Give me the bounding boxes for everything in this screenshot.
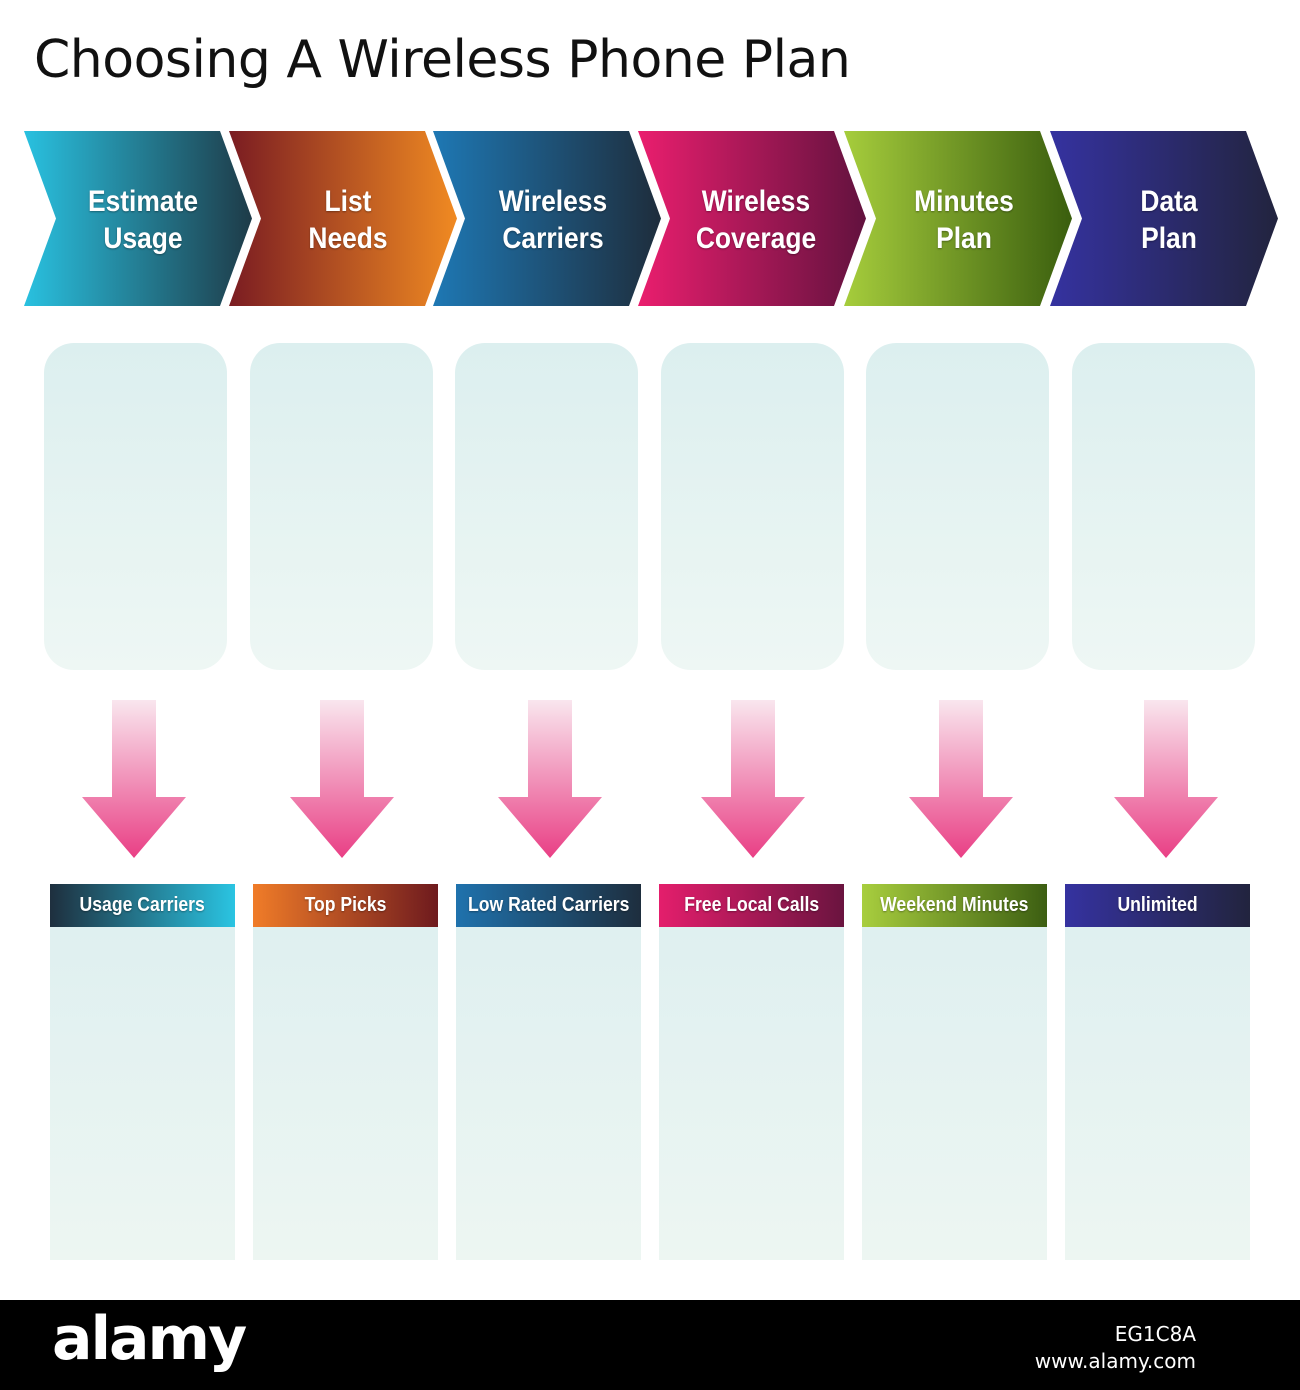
footer-logo: alamy xyxy=(52,1304,247,1374)
down-arrow-icon xyxy=(909,700,1013,858)
empty-panel-6 xyxy=(1072,343,1255,670)
card-header: Top Picks xyxy=(253,884,438,927)
card-header: Low Rated Carriers xyxy=(456,884,641,927)
page-title: Choosing A Wireless Phone Plan xyxy=(34,30,851,90)
result-card-unlimited: Unlimited xyxy=(1065,884,1250,1260)
empty-panel-1 xyxy=(44,343,227,670)
down-arrow-icon xyxy=(82,700,186,858)
process-chevrons xyxy=(24,131,1278,306)
down-arrow-icon xyxy=(290,700,394,858)
down-arrow-icon xyxy=(1114,700,1218,858)
empty-panel-4 xyxy=(661,343,844,670)
chevron-step-6 xyxy=(1050,131,1278,306)
chevron-step-4 xyxy=(638,131,866,306)
card-header: Unlimited xyxy=(1065,884,1250,927)
chevron-step-2 xyxy=(229,131,457,306)
card-header: Weekend Minutes xyxy=(862,884,1047,927)
empty-panel-3 xyxy=(455,343,638,670)
result-card-top-picks: Top Picks xyxy=(253,884,438,1260)
footer-url: www.alamy.com xyxy=(1034,1349,1196,1373)
chevron-step-1 xyxy=(24,131,252,306)
empty-panel-5 xyxy=(866,343,1049,670)
result-card-low-rated-carriers: Low Rated Carriers xyxy=(456,884,641,1260)
down-arrow-icon xyxy=(498,700,602,858)
card-header: Free Local Calls xyxy=(659,884,844,927)
footer-image-id: EG1C8A xyxy=(1114,1322,1196,1346)
result-card-free-local-calls: Free Local Calls xyxy=(659,884,844,1260)
chevron-step-5 xyxy=(844,131,1072,306)
chevron-step-3 xyxy=(433,131,661,306)
footer-bar xyxy=(0,1300,1300,1390)
result-card-weekend-minutes: Weekend Minutes xyxy=(862,884,1047,1260)
down-arrow-icon xyxy=(701,700,805,858)
card-header: Usage Carriers xyxy=(50,884,235,927)
empty-panel-2 xyxy=(250,343,433,670)
result-card-usage-carriers: Usage Carriers xyxy=(50,884,235,1260)
